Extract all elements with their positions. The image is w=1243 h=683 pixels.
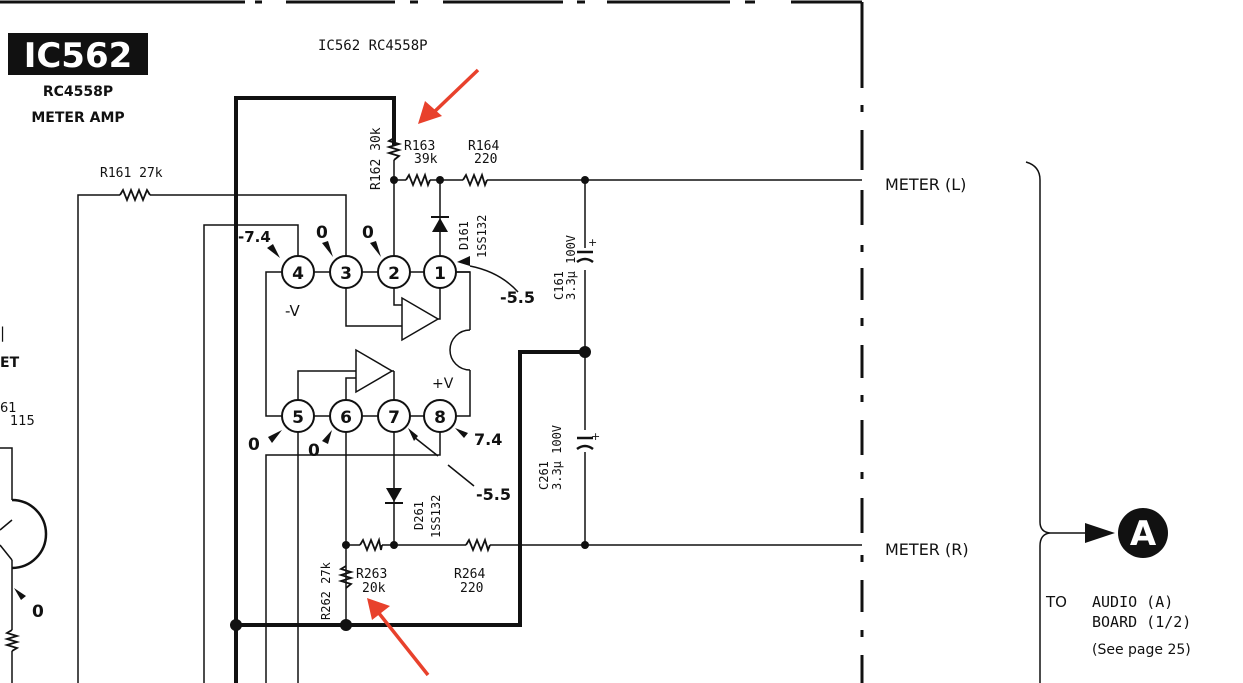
connector-to: TO — [1045, 593, 1067, 611]
voltage-pin4: -7.4 — [238, 228, 271, 246]
diode-d161 — [431, 216, 449, 232]
ic-function: METER AMP — [31, 110, 124, 126]
r163-symbol — [405, 172, 431, 188]
c261-value: 3.3µ 100V — [550, 425, 564, 490]
r161-symbol — [119, 187, 151, 203]
r162-symbol — [385, 137, 403, 161]
annotation-arrow-r163 — [418, 68, 480, 124]
capacitor-c161: + — [576, 236, 597, 270]
connector-note: (See page 25) — [1092, 642, 1191, 658]
pos-supply-label: +V — [432, 376, 454, 392]
meter-left-label: METER (L) — [885, 175, 966, 194]
voltage-pointers — [14, 241, 470, 600]
r264-value: 220 — [460, 581, 483, 596]
left-partial-line2: 61 — [0, 401, 17, 416]
voltage-pin7: -5.5 — [476, 485, 511, 504]
left-partial-line1: ET — [0, 355, 20, 371]
pin-8: 8 — [423, 399, 457, 433]
svg-text:8: 8 — [434, 408, 446, 428]
svg-text:6: 6 — [340, 408, 352, 428]
left-resistor-symbol — [3, 629, 21, 652]
r163-ref: R163 — [404, 139, 435, 154]
svg-text:+: + — [591, 430, 600, 443]
transistor-symbol — [11, 498, 48, 570]
ground-bus — [234, 96, 585, 683]
pin-3: 3 — [329, 255, 363, 289]
connector-arrow — [1085, 523, 1115, 543]
r161-label: R161 27k — [100, 166, 163, 181]
r163-value: 39k — [414, 152, 438, 167]
ic-part-number: RC4558P — [43, 84, 113, 100]
r263-symbol — [359, 536, 383, 553]
neg-supply-label: -V — [285, 302, 301, 320]
meter-right-label: METER (R) — [885, 540, 969, 559]
svg-text:7: 7 — [388, 408, 400, 428]
diode-d261 — [385, 488, 403, 504]
voltage-pin8: 7.4 — [474, 430, 502, 449]
ic-pins: 4 3 2 1 5 6 7 8 — [281, 255, 457, 433]
svg-text:1: 1 — [434, 264, 446, 284]
svg-text:+: + — [588, 236, 597, 249]
r263-ref: R263 — [356, 567, 387, 582]
r264-symbol — [465, 537, 491, 553]
r262-label: R262 27k — [319, 561, 333, 620]
connector-board: BOARD (1/2) — [1092, 613, 1191, 631]
r164-ref: R164 — [468, 139, 499, 154]
voltage-pin5: 0 — [248, 435, 260, 455]
d161-ref: D161 — [457, 221, 471, 250]
voltage-transistor: 0 — [32, 602, 44, 622]
svg-text:5: 5 — [292, 408, 304, 428]
pin-7: 7 — [377, 399, 411, 433]
voltage-pin1: -5.5 — [500, 288, 535, 307]
top-ic-label: IC562 RC4558P — [318, 38, 428, 54]
d261-value: 1SS132 — [429, 495, 443, 538]
capacitor-c261: + — [576, 430, 600, 452]
pin-1: 1 — [423, 255, 457, 289]
d161-value: 1SS132 — [475, 215, 489, 258]
ic-badge-text: IC562 — [24, 36, 133, 76]
r262-symbol — [337, 565, 355, 589]
svg-text:3: 3 — [340, 264, 352, 284]
output-bracket — [1025, 161, 1051, 683]
r162-label: R162 30k — [369, 127, 384, 190]
svg-text:2: 2 — [388, 264, 400, 284]
left-partial-line3: 115 — [10, 414, 35, 429]
d261-ref: D261 — [412, 501, 426, 530]
board-boundary — [0, 0, 864, 683]
c261-ref: C261 — [537, 461, 551, 490]
junctions — [230, 176, 591, 631]
r264-ref: R264 — [454, 567, 485, 582]
pin-4: 4 — [281, 255, 315, 289]
svg-text:4: 4 — [292, 264, 304, 284]
pin-6: 6 — [329, 399, 363, 433]
r164-value: 220 — [474, 152, 497, 167]
connector-audio: AUDIO (A) — [1092, 593, 1173, 611]
r263-value: 20k — [362, 581, 386, 596]
ic-badge: IC562 — [8, 33, 148, 76]
pin-5: 5 — [281, 399, 315, 433]
voltage-pin2: 0 — [362, 223, 374, 243]
annotation-arrow-r263 — [367, 598, 430, 677]
connector-letter: A — [1130, 514, 1157, 554]
r164-symbol — [462, 172, 488, 188]
c161-ref: C161 — [552, 271, 566, 300]
pin-2: 2 — [377, 255, 411, 289]
c161-value: 3.3µ 100V — [564, 235, 578, 300]
voltage-pin6: 0 — [308, 441, 320, 461]
resistor-symbols — [3, 137, 491, 652]
voltage-pin3: 0 — [316, 223, 328, 243]
left-partial-mark: | — [0, 324, 5, 342]
connector-badge — [1118, 508, 1168, 558]
